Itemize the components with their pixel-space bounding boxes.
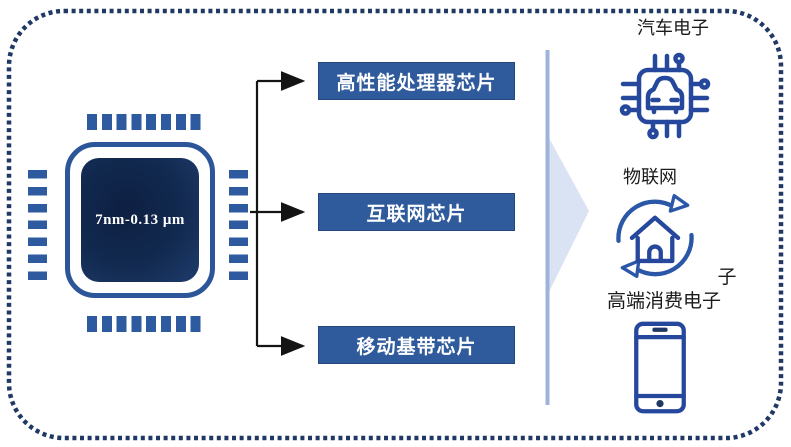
chip-die: 7nm-0.13 μm bbox=[81, 158, 199, 282]
chip-type-box-baseband: 移动基带芯片 bbox=[318, 326, 515, 364]
chip-type-box-processor: 高性能处理器芯片 bbox=[318, 62, 515, 100]
phone-speaker bbox=[652, 327, 668, 332]
phone-home-button bbox=[656, 399, 664, 408]
overflow-character: 子 bbox=[717, 267, 737, 288]
divider-arrow bbox=[549, 138, 589, 292]
chip-pins-bottom bbox=[87, 316, 201, 332]
app-label-iot: 物联网 bbox=[623, 167, 677, 187]
app-label-automotive: 汽车电子 bbox=[637, 18, 709, 38]
chip-pins-right bbox=[229, 170, 248, 280]
connector-lines bbox=[250, 71, 306, 356]
chip-process-label: 7nm-0.13 μm bbox=[95, 211, 185, 228]
smartphone-icon bbox=[634, 321, 686, 414]
chip-pins-left bbox=[28, 170, 47, 280]
car-chip-icon bbox=[619, 52, 711, 140]
dotted-border bbox=[6, 8, 784, 441]
chip-pins-top bbox=[87, 114, 201, 130]
iot-cycle-house-icon bbox=[616, 194, 694, 278]
chip-ring: 7nm-0.13 μm bbox=[65, 142, 215, 298]
app-label-consumer: 高端消费电子 bbox=[606, 291, 721, 312]
chip-type-box-internet: 互联网芯片 bbox=[318, 193, 515, 231]
